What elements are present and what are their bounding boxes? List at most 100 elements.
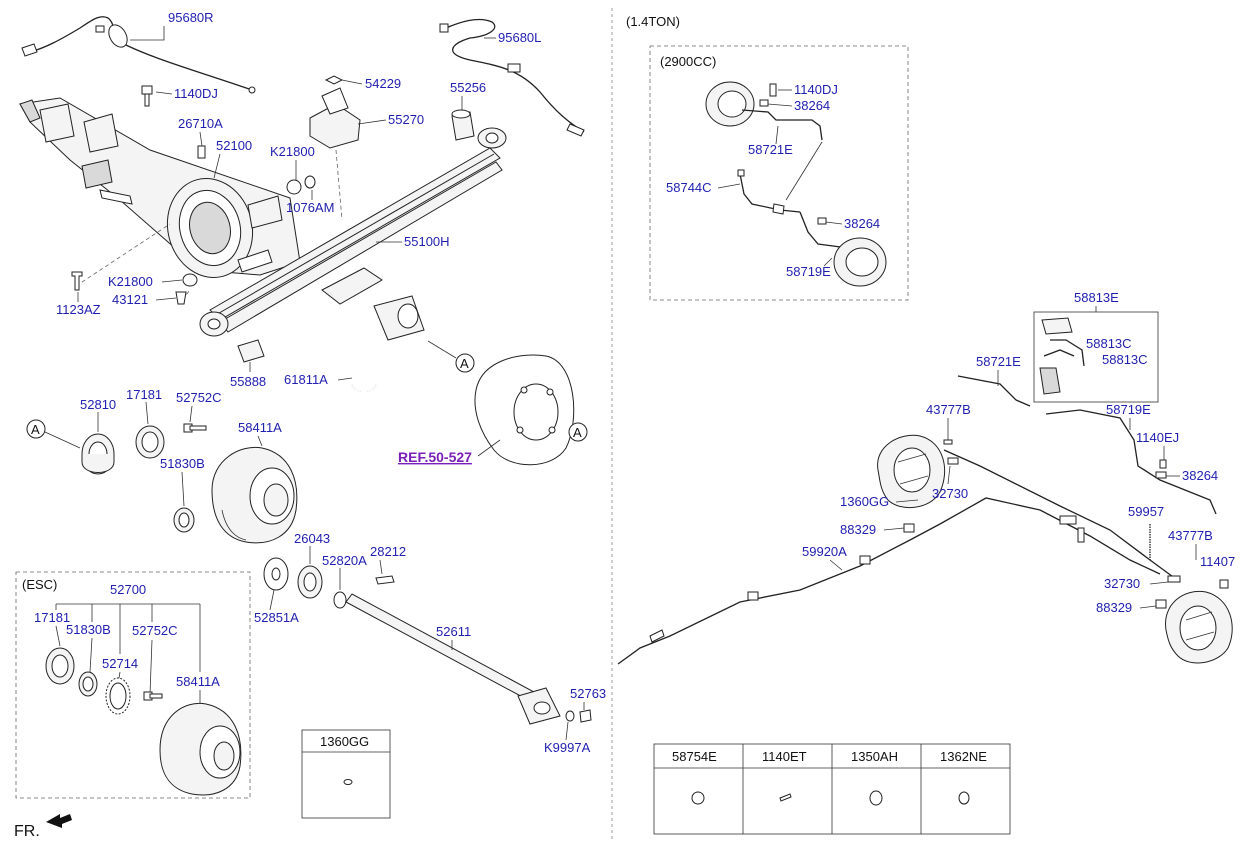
label-58813C-2: 58813C [1102,352,1148,367]
esc-box [15,571,251,799]
label-51830B-esc: 51830B [66,622,111,637]
bolt-1140EJ [1159,459,1167,469]
brake-assembly-right [1165,590,1233,664]
label-55270: 55270 [388,112,424,127]
bolt-52752C-esc [143,691,163,701]
label-52611: 52611 [436,624,471,639]
parking-brake-cable-59920A [617,449,1181,665]
label-17181: 17181 [126,387,162,402]
cc-title: (2900CC) [660,54,716,69]
hub-drum-58411A [211,446,298,544]
label-K9997A: K9997A [544,740,591,755]
table-right-header-1: 58754E [672,749,717,764]
oil-seal-51830B [173,507,195,533]
brake-line-58744C [737,169,801,215]
spring-seat [321,267,425,341]
circle-a-marker-3 [26,419,46,439]
front-arrow-icon [46,814,72,828]
bearing-17181-esc [45,647,75,685]
axle-housing [19,97,301,279]
label-88329-left: 88329 [840,522,876,537]
label-61811A: 61811A [284,372,328,387]
brake-backing-plate-upper [705,81,755,127]
table-right-header-3: 1350AH [851,749,898,764]
label-43777B-right: 43777B [1168,528,1213,543]
circle-a-label-2: A [573,425,582,440]
bracket-58813C [1039,317,1085,395]
label-38264-cc-bottom: 38264 [844,216,880,231]
label-59920A: 59920A [802,544,847,559]
label-1360GG: 1360GG [840,494,889,509]
cc-box [649,45,909,301]
clip-38264 [1155,471,1167,479]
label-95680L: 95680L [498,30,541,45]
bearing-17181 [135,425,165,459]
circle-a-marker-1 [455,353,475,373]
axle-shaft-52611 [345,593,561,725]
label-32730-left: 32730 [932,486,968,501]
label-88329-right: 88329 [1096,600,1132,615]
label-11407: 11407 [1200,554,1235,569]
label-51830B: 51830B [160,456,205,471]
spring-32730-left [947,457,959,465]
washer-1076AM [304,175,316,189]
label-1140DJ-cc: 1140DJ [794,82,838,97]
label-58813E: 58813E [1074,290,1119,305]
label-59957: 59957 [1128,504,1164,519]
bolt-52752C [183,423,207,433]
label-58411A-esc: 58411A [176,674,220,689]
label-38264: 38264 [1182,468,1218,483]
tone-ring-52851A [263,557,289,591]
label-43121: 43121 [112,292,148,307]
label-K21800-bottom: K21800 [108,274,153,289]
bushing-55256 [451,109,475,141]
label-52752C: 52752C [176,390,222,405]
label-38264-cc-top: 38264 [794,98,830,113]
bolt-88329-right [1155,599,1167,609]
circle-a-label-3: A [31,422,40,437]
label-52820A: 52820A [322,553,367,568]
circle-a-label-1: A [460,356,469,371]
clip-43777B-left [943,439,953,445]
bearing-52810 [81,433,115,475]
u-bolt-61811A [351,346,377,393]
label-58411A: 58411A [238,420,282,435]
label-95680R: 95680R [168,10,214,25]
bump-stopper-55270 [309,75,361,149]
bolt-1123AZ [71,271,83,291]
label-55256: 55256 [450,80,486,95]
spring-32730-right [1167,575,1181,583]
bolt-28212 [375,575,395,585]
label-32730-right: 32730 [1104,576,1140,591]
esc-title: (ESC) [22,577,57,592]
label-58813C-1: 58813C [1086,336,1132,351]
wheel-speed-sensor-rear-right [21,16,256,94]
washer-K9997A [565,710,575,722]
brake-hose-58719E-main [1045,409,1217,515]
table-right-header-2: 1140ET [762,749,807,764]
label-1076AM: 1076AM [286,200,334,215]
label-52763: 52763 [570,686,606,701]
brake-hose-58721E [741,83,823,141]
label-54229: 54229 [365,76,401,91]
table-right [653,743,1011,835]
label-55100H: 55100H [404,234,450,249]
label-1140DJ: 1140DJ [174,86,218,101]
filler-plug-K21800 [182,273,198,287]
label-17181-esc: 17181 [34,610,70,625]
bolt-88329-left [903,523,915,533]
front-label: FR. [14,823,40,840]
label-52810: 52810 [80,397,116,412]
wheel-speed-sensor-rear-left [439,18,585,137]
bushing-55888 [237,339,265,363]
label-1123AZ: 1123AZ [56,302,101,317]
hub-drum-58411A-esc [159,702,242,796]
table-left-header: 1360GG [320,734,369,749]
label-52752C-esc: 52752C [132,623,178,638]
oil-seal-51830B-esc [78,671,98,697]
label-1140EJ: 1140EJ [1136,430,1179,445]
label-43777B-left: 43777B [926,402,971,417]
label-28212: 28212 [370,544,406,559]
label-26710A: 26710A [178,116,223,131]
